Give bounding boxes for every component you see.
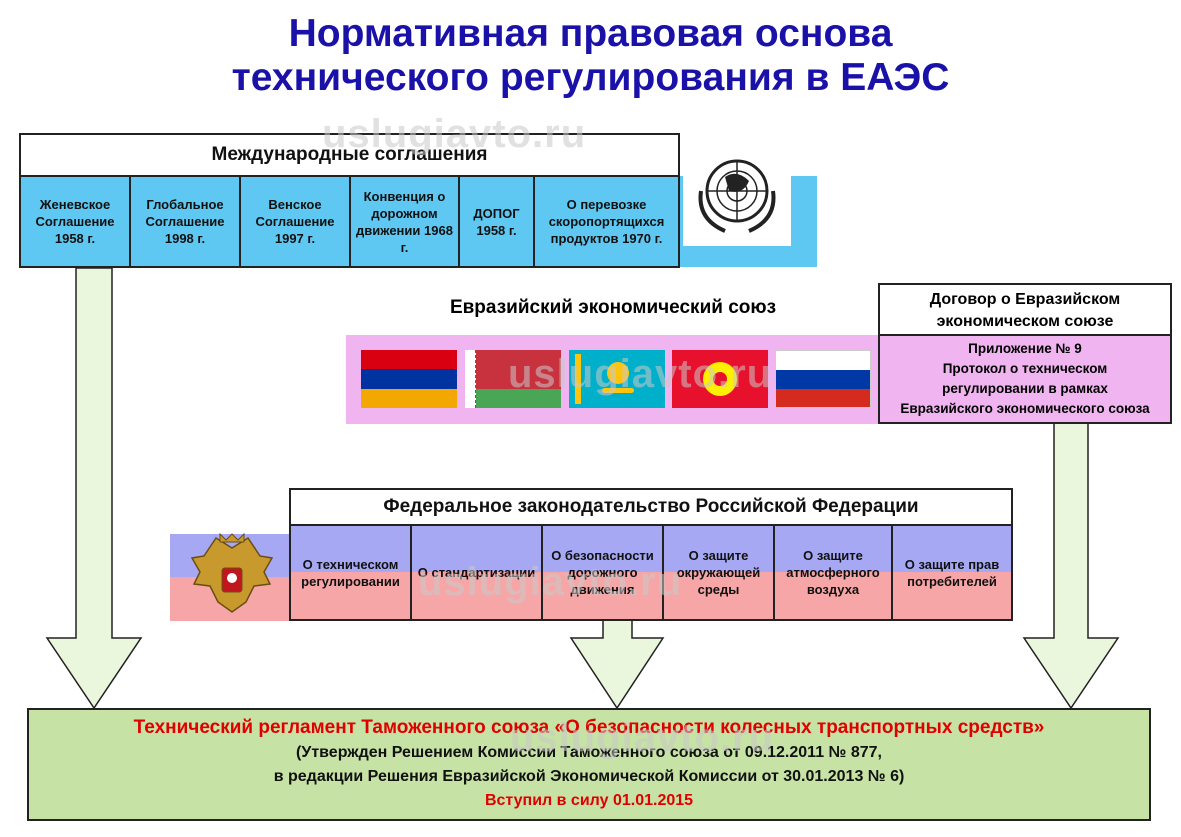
page-title-line1: Нормативная правовая основа (288, 12, 893, 55)
treaty-protocol-line3: Евразийского экономического союза (900, 401, 1150, 416)
law-technical-regulation: О техническом регулировании (291, 526, 412, 619)
law-air-protection: О защите атмосферного воздуха (775, 526, 893, 619)
eaeu-treaty-box: Договор о Евразийском экономическом союз… (878, 283, 1172, 424)
regulation-title: Технический регламент Таможенного союза … (133, 717, 1045, 738)
international-header: Международные соглашения (21, 135, 678, 177)
agreement-vienna-1997: Венское Соглашение 1997 г. (241, 177, 351, 266)
regulation-approval: (Утвержден Решением Комиссии Таможенного… (296, 744, 882, 761)
federal-legislation-box: Федеральное законодательство Российской … (289, 488, 1013, 621)
federal-items-row: О техническом регулировании О стандартиз… (291, 526, 1011, 619)
agreement-geneva-1958: Женевское Соглашение 1958 г. (21, 177, 131, 266)
eaeu-label: Евразийский экономический союз (449, 297, 777, 318)
treaty-header-line1: Договор о Евразийском (929, 291, 1121, 308)
arrow-treaty-to-regulation (1022, 422, 1120, 710)
agreement-perishables-1970: О перевозке скоропортящихся продуктов 19… (548, 197, 665, 246)
regulation-amendment: в редакции Решения Евразийской Экономиче… (273, 768, 905, 785)
agreement-adr-1958: ДОПОГ 1958 г. (460, 177, 535, 266)
arrow-geneva-to-regulation (45, 267, 143, 710)
treaty-header: Договор о Евразийском экономическом союз… (880, 285, 1170, 336)
agreement-global-1998: Глобальное Соглашение 1998 г. (131, 177, 241, 266)
un-emblem-icon (683, 143, 791, 246)
international-items-row: Женевское Соглашение 1958 г. Глобальное … (21, 177, 678, 266)
flag-belarus-icon (465, 350, 561, 408)
page-title-line2: технического регулирования в ЕАЭС (231, 56, 950, 99)
flag-russia-icon (775, 350, 871, 408)
law-consumer-rights: О защите прав потребителей (904, 556, 1000, 589)
law-standardization: О стандартизации (412, 526, 543, 619)
convention-road-traffic-1968: Конвенция о дорожном движении 1968 г. (351, 177, 460, 266)
regulation-effective-date: Вступил в силу 01.01.2015 (484, 792, 694, 809)
page-title: Нормативная правовая основа технического… (0, 12, 1181, 100)
treaty-header-line2: экономическом союзе (936, 313, 1114, 330)
law-environment-protection: О защите окружающей среды (664, 526, 775, 619)
flag-kyrgyzstan-icon (672, 350, 768, 408)
federal-header: Федеральное законодательство Российской … (291, 490, 1011, 526)
treaty-protocol-line1: Протокол о техническом (942, 361, 1108, 376)
international-agreements-box: Международные соглашения Женевское Согла… (19, 133, 680, 268)
treaty-protocol-line2: регулировании в рамках (942, 381, 1108, 396)
treaty-annex: Приложение № 9 Протокол о техническом ре… (880, 336, 1170, 422)
flag-armenia-icon (361, 350, 457, 408)
flag-kazakhstan-icon (569, 350, 665, 408)
arrow-federal-to-regulation (569, 619, 665, 710)
russian-coat-of-arms-icon (184, 527, 280, 621)
treaty-annex-number: Приложение № 9 (968, 341, 1082, 356)
technical-regulation-box: Технический регламент Таможенного союза … (27, 708, 1151, 821)
law-road-safety: О безопасности дорожного движения (543, 526, 664, 619)
